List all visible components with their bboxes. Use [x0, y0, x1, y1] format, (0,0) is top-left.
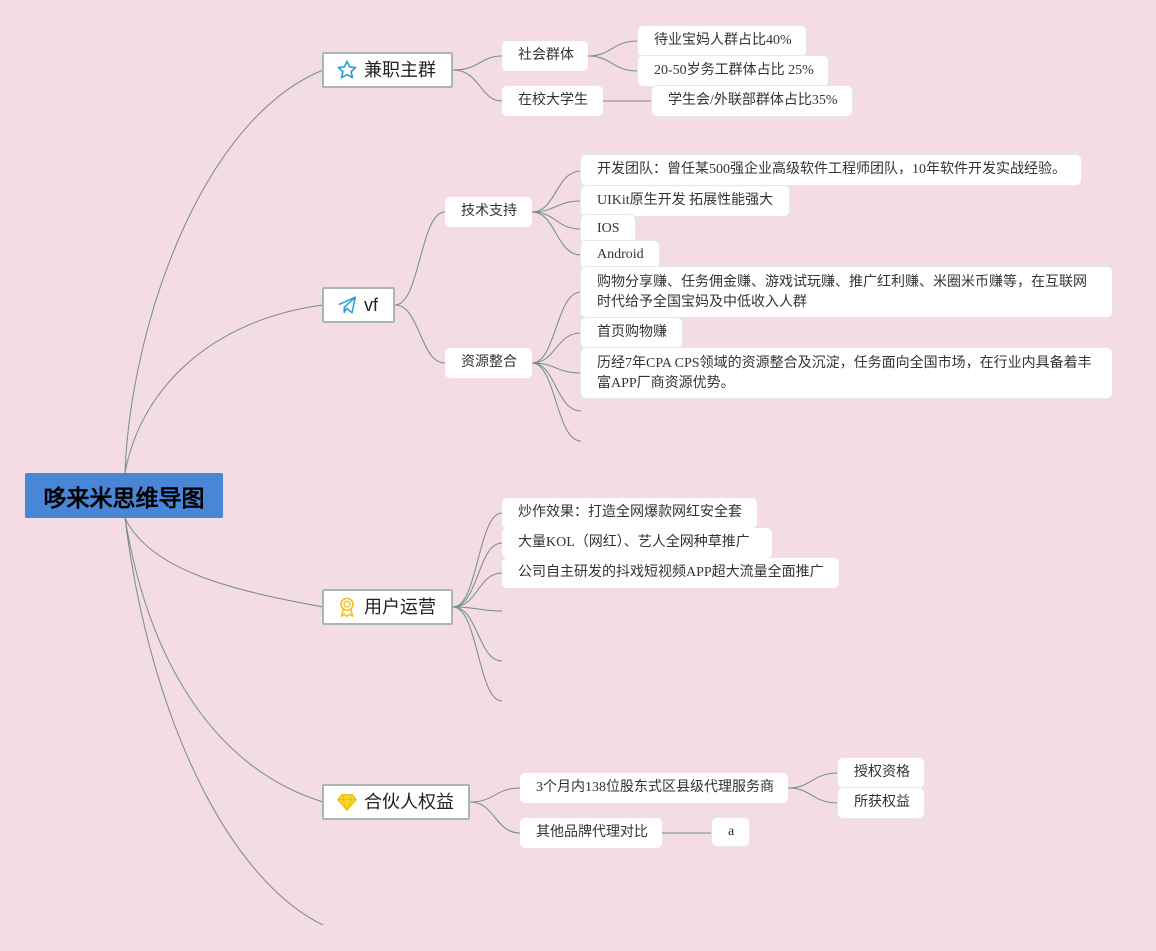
- subtopic-brand-comparison[interactable]: 其他品牌代理对比: [520, 818, 662, 848]
- leaf-topic[interactable]: 所获权益: [838, 788, 924, 818]
- subtopic-county-agents[interactable]: 3个月内138位股东式区县级代理服务商: [520, 773, 788, 803]
- star-icon: [337, 60, 357, 79]
- leaf-topic[interactable]: 授权资格: [838, 758, 924, 788]
- branch-topic-user-operations[interactable]: 用户运营: [322, 589, 453, 625]
- leaf-topic[interactable]: 炒作效果：打造全网爆款网红安全套: [502, 498, 757, 528]
- leaf-topic[interactable]: Android: [581, 241, 659, 269]
- subtopic-social-group[interactable]: 社会群体: [502, 41, 588, 71]
- leaf-topic[interactable]: 开发团队：曾任某500强企业高级软件工程师团队，10年软件开发实战经验。: [581, 155, 1081, 185]
- leaf-topic[interactable]: IOS: [581, 215, 635, 243]
- leaf-topic[interactable]: 20-50岁务工群体占比 25%: [638, 56, 828, 86]
- leaf-topic[interactable]: 大量KOL（网红）、艺人全网种草推广: [502, 528, 772, 558]
- leaf-topic[interactable]: 公司自主研发的抖戏短视频APP超大流量全面推广: [502, 558, 839, 588]
- leaf-topic[interactable]: 首页购物赚: [581, 318, 682, 348]
- leaf-topic[interactable]: a: [712, 818, 749, 846]
- subtopic-resource-integration[interactable]: 资源整合: [445, 348, 532, 378]
- branch-label: 兼职主群: [364, 60, 436, 80]
- branch-topic-vf[interactable]: vf: [322, 287, 395, 323]
- leaf-topic[interactable]: 购物分享赚、任务佣金赚、游戏试玩赚、推广红利赚、米圈米币赚等，在互联网时代给予全…: [581, 267, 1112, 317]
- leaf-topic[interactable]: 待业宝妈人群占比40%: [638, 26, 806, 56]
- branch-topic-partner-rights[interactable]: 合伙人权益: [322, 784, 470, 820]
- branch-label: 用户运营: [364, 597, 436, 617]
- diamond-icon: [337, 794, 357, 812]
- branch-label: 合伙人权益: [364, 792, 454, 812]
- subtopic-tech-support[interactable]: 技术支持: [445, 197, 532, 227]
- award-ribbon-icon: [340, 597, 354, 618]
- leaf-topic[interactable]: 学生会/外联部群体占比35%: [652, 86, 852, 116]
- branch-topic-part-time-group[interactable]: 兼职主群: [322, 52, 453, 88]
- leaf-topic[interactable]: UIKit原生开发 拓展性能强大: [581, 186, 789, 216]
- root-topic[interactable]: 哆来米思维导图: [25, 473, 223, 518]
- branch-label: vf: [364, 295, 379, 315]
- paper-plane-icon: [338, 296, 357, 314]
- subtopic-college-students[interactable]: 在校大学生: [502, 86, 603, 116]
- leaf-topic[interactable]: 历经7年CPA CPS领域的资源整合及沉淀，任务面向全国市场，在行业内具备着丰富…: [581, 348, 1112, 398]
